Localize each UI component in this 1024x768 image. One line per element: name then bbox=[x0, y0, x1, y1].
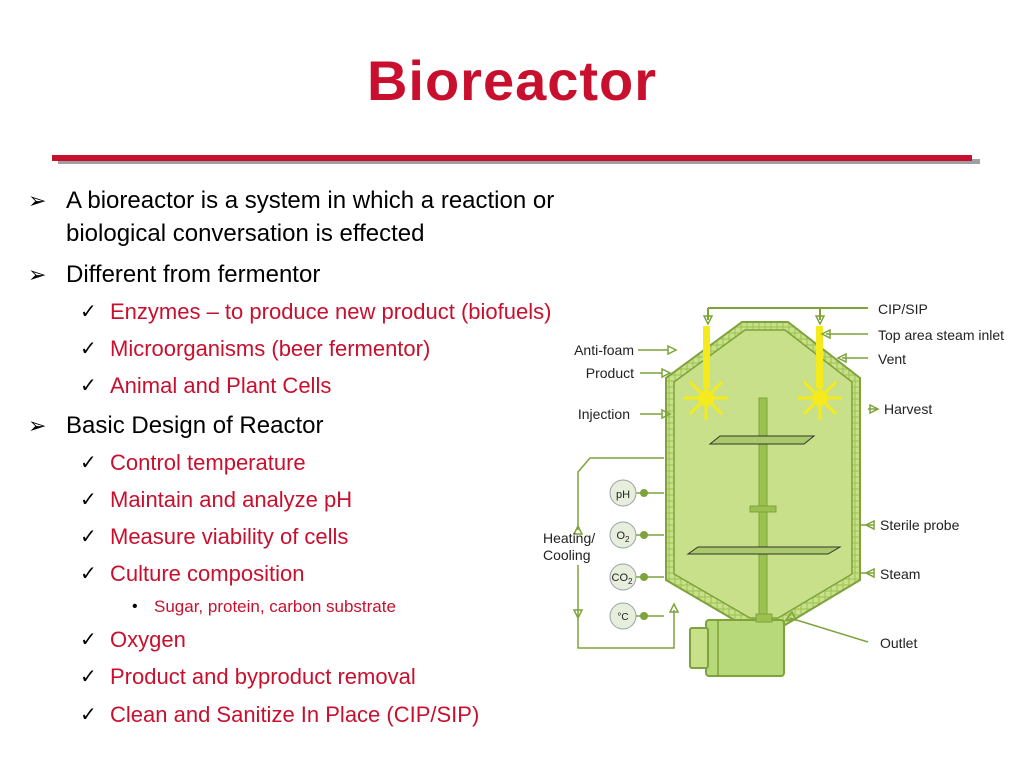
sub-bullet-text: Enzymes – to produce new product (biofue… bbox=[110, 299, 552, 324]
sub-bullet-item: ✓ Culture composition bbox=[80, 559, 305, 589]
bullet-item: ➢ A bioreactor is a system in which a re… bbox=[28, 184, 555, 217]
sub-bullet-item: ✓ Animal and Plant Cells bbox=[80, 371, 332, 401]
check-bullet-icon: ✓ bbox=[80, 338, 97, 360]
check-bullet-icon: ✓ bbox=[80, 666, 97, 688]
sub-bullet-text: Culture composition bbox=[110, 561, 305, 586]
label-vent: Vent bbox=[878, 351, 906, 367]
check-bullet-icon: ✓ bbox=[80, 301, 97, 323]
sub-sub-bullet-item: • Sugar, protein, carbon substrate bbox=[132, 596, 396, 618]
label-product: Product bbox=[586, 365, 634, 381]
probe-temperature-label: °C bbox=[617, 612, 628, 623]
outlet-arrow-icon bbox=[784, 610, 798, 621]
shaft-coupling bbox=[749, 505, 777, 513]
sub-bullet-text: Measure viability of cells bbox=[110, 524, 349, 549]
label-cooling: Cooling bbox=[543, 547, 590, 563]
probe-ph-icon bbox=[609, 479, 664, 507]
cip-nozzle-left-icon bbox=[702, 315, 714, 326]
slide-title: Bioreactor bbox=[366, 49, 658, 112]
sub-bullet-text: Maintain and analyze pH bbox=[110, 487, 353, 512]
light-left-icon bbox=[684, 326, 728, 420]
sub-bullet-text: Animal and Plant Cells bbox=[110, 373, 332, 398]
check-bullet-icon: ✓ bbox=[80, 563, 97, 585]
bullet-item: ➢ Basic Design of Reactor bbox=[28, 409, 324, 442]
check-bullet-icon: ✓ bbox=[80, 629, 97, 651]
label-outlet: Outlet bbox=[880, 635, 917, 651]
cooling-arrow-down-icon bbox=[572, 609, 584, 620]
label-steam: Steam bbox=[880, 566, 920, 582]
sub-sub-bullet-text: Sugar, protein, carbon substrate bbox=[154, 597, 396, 616]
title-rule bbox=[52, 155, 972, 161]
bullet-text: A bioreactor is a system in which a reac… bbox=[66, 187, 555, 214]
sub-bullet-item: ✓ Oxygen bbox=[80, 625, 186, 655]
bullet-text: biological conversation is effected bbox=[66, 220, 425, 247]
title-rule-shadow bbox=[58, 159, 980, 164]
label-harvest: Harvest bbox=[884, 401, 932, 417]
bullet-text: Basic Design of Reactor bbox=[66, 412, 324, 439]
label-anti-foam: Anti-foam bbox=[574, 342, 634, 358]
probe-temperature-icon bbox=[609, 602, 664, 630]
anti-foam-arrow-icon bbox=[667, 344, 678, 356]
steam-arrow-icon bbox=[864, 567, 875, 579]
check-bullet-icon: ✓ bbox=[80, 526, 97, 548]
injection-arrow-icon bbox=[661, 408, 672, 420]
upper-impeller bbox=[708, 435, 816, 445]
sub-bullet-text: Product and byproduct removal bbox=[110, 664, 416, 689]
vent-arrow-icon bbox=[836, 352, 847, 364]
probe-co2-icon bbox=[609, 563, 664, 591]
harvest-arrow-icon bbox=[869, 403, 880, 415]
sub-bullet-text: Control temperature bbox=[110, 450, 306, 475]
sub-bullet-item: ✓ Maintain and analyze pH bbox=[80, 485, 353, 515]
sub-bullet-item: ✓ Control temperature bbox=[80, 448, 306, 478]
check-bullet-icon: ✓ bbox=[80, 489, 97, 511]
sub-bullet-text: Oxygen bbox=[110, 627, 186, 652]
heating-arrow-up-icon bbox=[572, 524, 584, 535]
label-top-area-steam-inlet: Top area steam inlet bbox=[878, 327, 1004, 343]
check-bullet-icon: ✓ bbox=[80, 375, 97, 397]
check-bullet-icon: ✓ bbox=[80, 452, 97, 474]
sub-bullet-item: ✓ Microorganisms (beer fermentor) bbox=[80, 334, 431, 364]
arrow-bullet-icon: ➢ bbox=[28, 262, 47, 287]
check-bullet-icon: ✓ bbox=[80, 704, 97, 726]
sub-bullet-item: ✓ Product and byproduct removal bbox=[80, 662, 416, 692]
motor-icon bbox=[689, 613, 785, 677]
sub-bullet-item: ✓ Enzymes – to produce new product (biof… bbox=[80, 297, 552, 327]
arrow-bullet-icon: ➢ bbox=[28, 413, 47, 438]
sub-bullet-item: ✓ Measure viability of cells bbox=[80, 522, 349, 552]
label-injection: Injection bbox=[578, 406, 630, 422]
arrow-bullet-icon: ➢ bbox=[28, 188, 47, 213]
light-right-icon bbox=[798, 326, 842, 420]
probe-o2-icon bbox=[609, 521, 664, 549]
label-cip-sip: CIP/SIP bbox=[878, 301, 928, 317]
sub-bullet-text: Clean and Sanitize In Place (CIP/SIP) bbox=[110, 702, 480, 727]
cip-manifold bbox=[707, 307, 868, 320]
sub-bullet-item: ✓ Clean and Sanitize In Place (CIP/SIP) bbox=[80, 700, 480, 730]
cip-nozzle-right-icon bbox=[814, 315, 826, 326]
dot-bullet-icon: • bbox=[132, 598, 138, 615]
bullet-item-continued: biological conversation is effected bbox=[66, 217, 424, 250]
product-arrow-icon bbox=[661, 367, 672, 379]
lower-impeller bbox=[686, 546, 842, 555]
probe-co2-label: CO2 bbox=[612, 572, 634, 586]
top-steam-arrow-icon bbox=[820, 328, 831, 340]
heating-cooling-loop bbox=[577, 457, 675, 649]
bioreactor-diagram: pH O2 CO2 °C CIP/SIP Top area steam inle… bbox=[543, 301, 1004, 677]
probe-ph-label: pH bbox=[616, 489, 630, 501]
bullet-text: Different from fermentor bbox=[66, 261, 321, 288]
sub-bullet-text: Microorganisms (beer fermentor) bbox=[110, 336, 431, 361]
label-sterile-probe: Sterile probe bbox=[880, 517, 960, 533]
probe-o2-label: O2 bbox=[616, 530, 630, 544]
label-heating: Heating/ bbox=[543, 530, 595, 546]
bullet-item: ➢ Different from fermentor bbox=[28, 258, 321, 291]
sterile-probe-arrow-icon bbox=[864, 519, 875, 531]
jacket-arrow-icon bbox=[668, 602, 680, 613]
